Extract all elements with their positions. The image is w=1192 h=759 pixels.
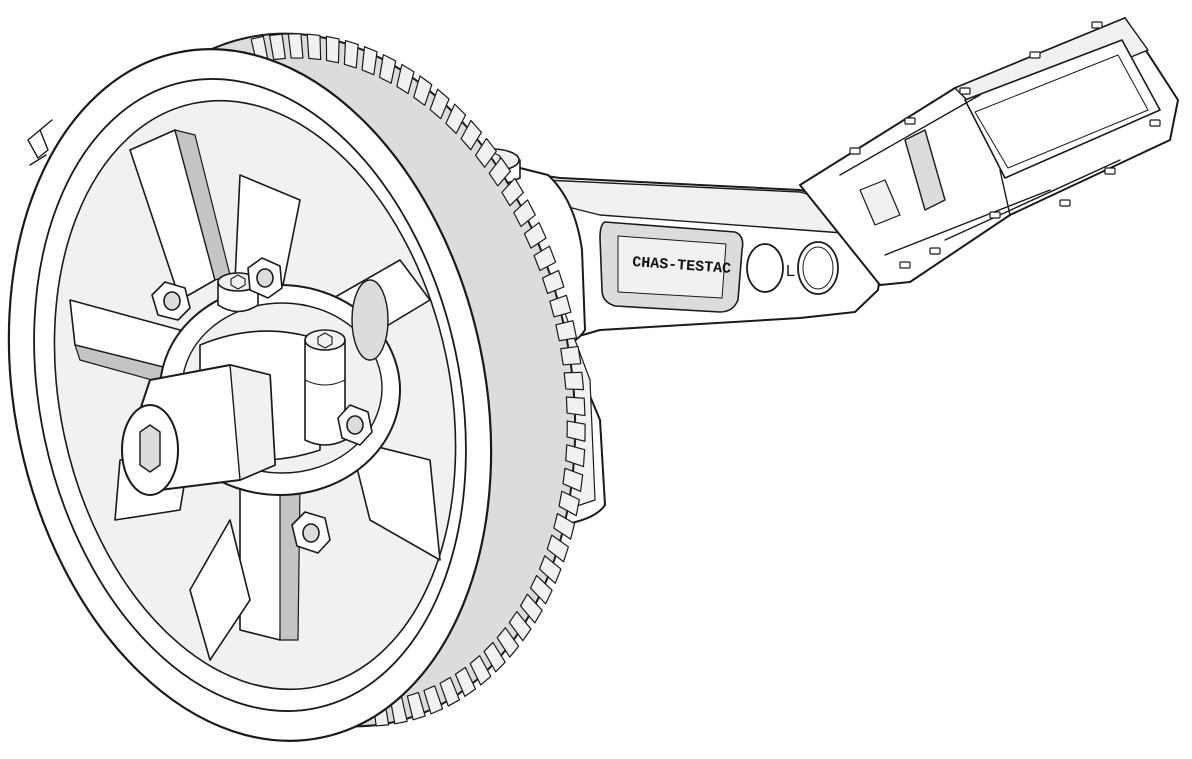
pulley-tooth (469, 655, 492, 686)
pulley-tooth (429, 88, 450, 120)
pulley-spokes (69, 129, 441, 661)
hex-nut-2 (247, 257, 283, 299)
hex-nut-4 (291, 511, 331, 554)
pulley-tooth (558, 490, 580, 517)
arm-side-mark: L (786, 263, 795, 280)
pulley-tooth (483, 641, 506, 673)
bearing (351, 279, 389, 361)
pulley-tooth (555, 320, 578, 342)
logo-mark (27, 119, 53, 166)
cell-window (964, 39, 1161, 179)
pulley-tooth (306, 33, 322, 61)
timing-pulley (7, 32, 586, 742)
hex-nut-3 (337, 404, 373, 446)
pulley-tooth (445, 103, 467, 135)
pulley-tooth (406, 691, 426, 721)
pulley-tooth (474, 137, 497, 168)
pulley-tooth (565, 444, 586, 468)
arm-hole-2 (797, 241, 839, 295)
pulley-tooth (553, 512, 576, 540)
pulley-tooth (513, 199, 536, 228)
pulley-tooth (541, 269, 565, 295)
pulley-tooth (488, 157, 511, 187)
hub-bolt-1 (217, 272, 259, 313)
hex-shaft (121, 364, 276, 496)
pulley-tooth (439, 676, 461, 707)
pulley-tooth (565, 396, 586, 417)
arm-part-label: CHAS-TESTAC (632, 254, 732, 278)
pulley-tooth (496, 627, 520, 658)
pulley-tooth (501, 177, 525, 207)
pulley-tooth (529, 574, 553, 605)
pulley-tooth (560, 345, 582, 366)
cell-holder-rivets (849, 21, 1161, 269)
pulley-tooth (287, 33, 304, 59)
pulley-tooth (549, 294, 572, 318)
hub-bolt-2 (304, 329, 346, 446)
pulley-tooth (508, 610, 532, 642)
pulley-tooth (361, 46, 378, 76)
pulley-tooth (562, 467, 584, 493)
cell-holder (799, 17, 1179, 286)
pulley-tooth (413, 75, 433, 106)
hex-nut-1 (151, 281, 191, 321)
pulley-tooth (454, 666, 477, 698)
pulley-tooth (396, 63, 415, 95)
arm-hole-1 (746, 243, 784, 293)
pulley-tooth (566, 420, 586, 442)
pulley-tooth (460, 119, 483, 151)
pulley-tooth (523, 221, 547, 249)
pulley-tooth (563, 371, 585, 391)
pulley-tooth (423, 685, 444, 715)
pulley-tooth (538, 555, 562, 584)
pulley-tooth (343, 39, 359, 69)
pulley-teeth (250, 33, 586, 727)
pulley-tooth (519, 593, 543, 624)
pulley-tooth (325, 35, 340, 64)
pulley-tooth (268, 33, 286, 61)
pulley-tooth (378, 54, 397, 84)
pulley-tooth (546, 534, 570, 563)
pulley-tooth (533, 245, 557, 272)
